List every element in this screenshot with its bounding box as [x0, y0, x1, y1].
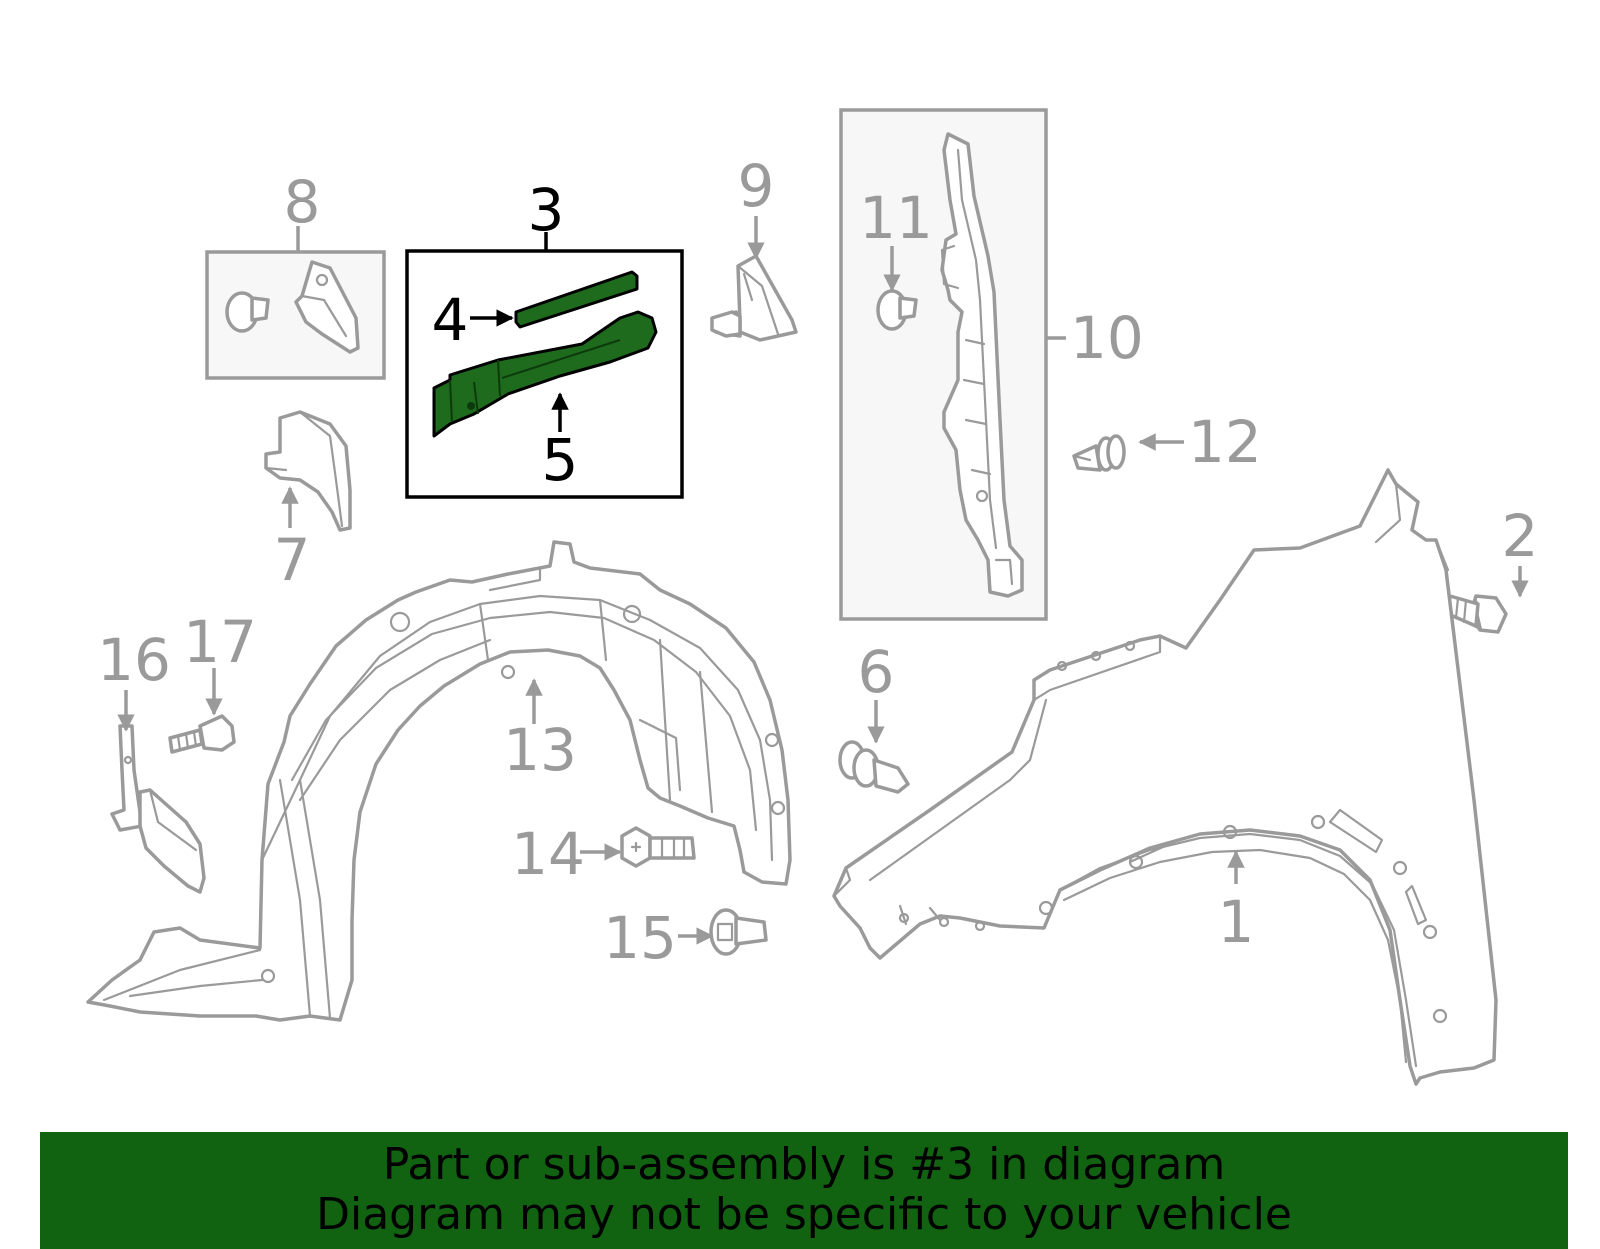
part-14-bolt — [620, 826, 696, 868]
part-13-fender-liner — [86, 540, 792, 1022]
callout-3: 3 — [528, 176, 565, 244]
callout-2: 2 — [1502, 502, 1539, 570]
callout-6: 6 — [858, 638, 895, 706]
part-9-clip — [710, 254, 798, 342]
part-3-group — [405, 232, 684, 499]
callout-9: 9 — [738, 152, 775, 220]
callout-16: 16 — [97, 626, 171, 694]
callout-13: 13 — [503, 716, 577, 784]
info-banner: Part or sub-assembly is #3 in diagram Di… — [40, 1132, 1568, 1249]
callout-15: 15 — [603, 904, 677, 972]
part-15-clip — [709, 908, 768, 956]
part-2-bolt — [1446, 594, 1508, 634]
callout-8: 8 — [284, 168, 321, 236]
part-6-clip — [838, 740, 910, 794]
callout-4: 4 — [432, 286, 469, 354]
part-10-group — [839, 108, 1066, 621]
part-1-fender — [832, 468, 1498, 1086]
part-7-bracket — [264, 410, 352, 532]
part-5-bracket — [432, 310, 658, 438]
callout-5: 5 — [542, 426, 579, 494]
part-4-strip — [514, 270, 639, 329]
callout-17: 17 — [183, 608, 257, 676]
leader-arrows — [117, 216, 1529, 945]
callout-1: 1 — [1218, 888, 1255, 956]
part-12-clip — [1072, 434, 1126, 472]
callout-12: 12 — [1188, 408, 1262, 476]
callout-7: 7 — [274, 526, 311, 594]
callout-10: 10 — [1070, 304, 1144, 372]
callout-11: 11 — [859, 184, 933, 252]
part-16-bracket — [110, 724, 206, 894]
callout-labels: 1 2 3 4 5 6 7 8 9 10 11 12 13 14 15 16 1… — [97, 152, 1538, 972]
callout-14: 14 — [511, 820, 585, 888]
part-8-group — [205, 226, 386, 380]
banner-line-1: Part or sub-assembly is #3 in diagram — [382, 1139, 1226, 1190]
banner-line-2: Diagram may not be specific to your vehi… — [316, 1189, 1292, 1240]
part-17-bolt — [168, 714, 236, 754]
